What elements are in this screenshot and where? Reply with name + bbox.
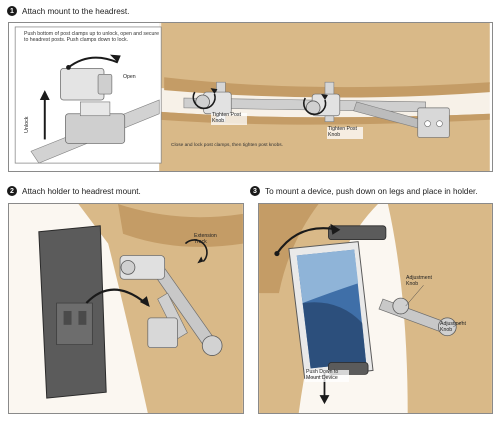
step-2-panel: Extension Track xyxy=(8,203,244,414)
step-2-number: 2 xyxy=(7,186,17,196)
tighten-post-knob-label-right: Tighten Post Knob xyxy=(327,126,363,139)
adjustment-knob-label-2: Adjustment Knob xyxy=(440,321,466,333)
step-3-panel: Adjustment Knob Adjustment Knob Push Dow… xyxy=(258,203,493,414)
step-2-illustration xyxy=(9,204,243,413)
curved-arrow-icon xyxy=(67,56,119,69)
step-1-title-text: Attach mount to the headrest. xyxy=(22,6,130,16)
step-2-title-text: Attach holder to headrest mount. xyxy=(22,186,141,196)
step-1-inset-instructions: Push bottom of post clamps up to unlock,… xyxy=(24,31,159,44)
push-down-label: Push Down to Mount Device xyxy=(305,369,349,382)
step-1-caption: Close and lock post clamps, then tighten… xyxy=(171,143,283,148)
curved-arrow-icon xyxy=(85,288,149,306)
step-1-title: 1 Attach mount to the headrest. xyxy=(7,6,129,16)
step-3-illustration xyxy=(259,204,492,413)
unlock-label: Unlock xyxy=(24,116,30,133)
open-label: Open xyxy=(123,74,136,80)
adjustment-knob-label-1: Adjustment Knob xyxy=(406,275,432,287)
step-2-title: 2 Attach holder to headrest mount. xyxy=(7,186,141,196)
tighten-post-knob-label-left: Tighten Post Knob xyxy=(211,112,247,125)
step-1-number: 1 xyxy=(7,6,17,16)
step-3-title: 3 To mount a device, push down on legs a… xyxy=(250,186,478,196)
step-1-panel: Push bottom of post clamps up to unlock,… xyxy=(8,22,493,172)
step-3-title-text: To mount a device, push down on legs and… xyxy=(265,186,478,196)
step-1-illustration xyxy=(14,23,490,171)
step-3-number: 3 xyxy=(250,186,260,196)
extension-track-label: Extension Track xyxy=(194,233,217,245)
curved-arrow-icon xyxy=(276,227,339,255)
